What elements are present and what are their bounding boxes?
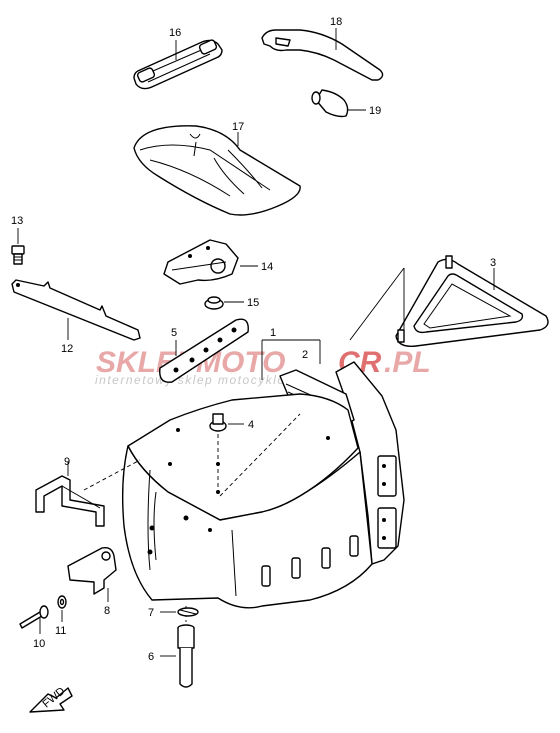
callout-17: 17 bbox=[232, 121, 244, 133]
part-7-clip bbox=[160, 607, 199, 617]
part-9-bracket bbox=[35, 462, 105, 527]
callout-4: 4 bbox=[248, 419, 254, 431]
callout-8: 8 bbox=[104, 605, 110, 617]
callout-10: 10 bbox=[33, 638, 45, 650]
part-17-tool-bag bbox=[133, 125, 301, 216]
part-5-strip bbox=[159, 318, 249, 383]
callout-2: 2 bbox=[302, 349, 308, 361]
part-16-strap bbox=[133, 39, 223, 90]
callout-14: 14 bbox=[261, 261, 273, 273]
fwd-arrow-icon: FWD bbox=[29, 685, 73, 713]
callout-7: 7 bbox=[148, 607, 154, 619]
part-10-bolt bbox=[19, 605, 49, 634]
callout-labels: 1 2 3 4 5 6 7 8 9 10 11 12 13 14 15 16 1… bbox=[11, 16, 496, 663]
callout-11: 11 bbox=[55, 625, 66, 637]
leader-group-1-2 bbox=[261, 267, 405, 380]
part-18-spanner bbox=[261, 28, 384, 81]
part-14-plate bbox=[163, 239, 258, 285]
callout-3: 3 bbox=[490, 257, 496, 269]
callout-5: 5 bbox=[171, 327, 177, 339]
callout-12: 12 bbox=[61, 343, 73, 355]
part-19-plug bbox=[311, 89, 366, 118]
callout-16: 16 bbox=[169, 27, 181, 39]
part-15-grommet bbox=[204, 296, 244, 310]
watermark: SKLEPMOTO CR .PL internetowy sklep motoc… bbox=[95, 346, 431, 387]
part-1-battery-case bbox=[83, 361, 405, 622]
callout-15: 15 bbox=[247, 297, 259, 309]
watermark-tagline: internetowy sklep motocyklowy bbox=[95, 373, 303, 387]
part-11-washer bbox=[57, 595, 67, 622]
watermark-text-c: .PL bbox=[384, 346, 431, 379]
callout-6: 6 bbox=[148, 651, 154, 663]
callout-1: 1 bbox=[270, 327, 276, 339]
part-8-clamp bbox=[67, 546, 117, 602]
part-12-bracket bbox=[11, 279, 141, 341]
callout-13: 13 bbox=[11, 215, 23, 227]
callout-18: 18 bbox=[330, 16, 342, 28]
callout-19: 19 bbox=[369, 105, 381, 117]
callout-9: 9 bbox=[64, 456, 70, 468]
part-3-frame-cover bbox=[395, 255, 549, 347]
part-13-bolt bbox=[11, 228, 25, 265]
part-6-hose bbox=[160, 624, 195, 688]
